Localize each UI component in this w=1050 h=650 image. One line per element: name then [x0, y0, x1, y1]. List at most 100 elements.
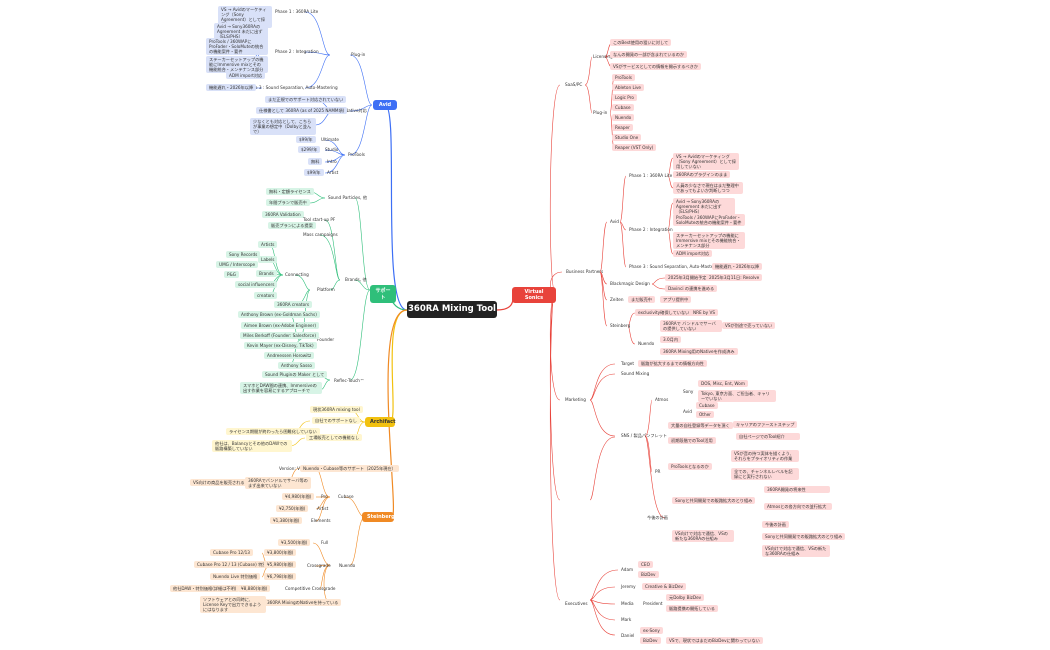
- vs-adam[interactable]: Adam: [621, 567, 634, 572]
- vs-atmos[interactable]: Atmos: [655, 397, 669, 402]
- stein-elements[interactable]: Elements: [311, 518, 331, 523]
- avid-phase3[interactable]: Phase 3 : Sound Separation, Auto-Masteri…: [245, 85, 338, 90]
- vs-pr[interactable]: PR: [655, 469, 661, 474]
- avid-native-note1: まだ正規でのサポート対応されていない: [265, 96, 347, 103]
- vs-p3x: 全ての、チャンネルレベルを記録にと実行されない: [731, 468, 799, 480]
- vs-daniel[interactable]: Daniel: [621, 633, 635, 638]
- branch-steinberg[interactable]: Steinberg: [362, 512, 395, 522]
- support-founder[interactable]: Founder: [317, 337, 335, 342]
- root-node[interactable]: 360RA Mixing Tool: [407, 301, 497, 318]
- vs-adam1: CEO: [638, 561, 653, 568]
- vs-am2[interactable]: Sony: [683, 389, 694, 394]
- branch-avid[interactable]: Avid: [373, 100, 397, 110]
- vs-l1: このBest使用の狙いに対して: [610, 39, 672, 46]
- vs-tool-mixing[interactable]: SNS / 製品パンフレット: [621, 433, 668, 438]
- avid-intro[interactable]: Intro: [327, 159, 337, 164]
- stein-cr3p: ¥6,798(年間): [264, 573, 297, 580]
- avid-artist[interactable]: Artist: [327, 170, 339, 175]
- vs-pg-2: Logic Pro: [612, 94, 637, 101]
- stein-cr3: Nuendo Live 特別価格: [210, 573, 261, 580]
- vs-nuendo[interactable]: Nuendo: [638, 341, 655, 346]
- branch-archifact[interactable]: Archifact: [365, 417, 395, 427]
- vs-media[interactable]: Media: [621, 601, 634, 606]
- avid-phase1[interactable]: Phase 1 : 360RA Lite: [275, 9, 319, 14]
- avid-artist-price: $99/年: [304, 169, 324, 176]
- vs-mark[interactable]: Mark: [621, 617, 632, 622]
- avid-studio[interactable]: Studio: [325, 147, 339, 152]
- avid-phase2-note2: ProTools / 360WAPにProFader・SoloMuteの統合の機…: [206, 38, 268, 55]
- avid-protools[interactable]: ProTools: [348, 152, 365, 157]
- branch-support[interactable]: サポート: [370, 285, 396, 303]
- arch-a2: 自社でのサポートなし: [312, 417, 360, 424]
- support-start[interactable]: Tool start-up PF: [303, 217, 336, 222]
- vs-adam2: BizDev: [638, 571, 659, 578]
- vs-m1: 元Dolby BizDev: [666, 594, 705, 601]
- vs-licensing[interactable]: Licensing: [593, 54, 613, 59]
- stein-comp1: 他社DAW・特別価格(詳細は不明): [170, 585, 240, 592]
- avid-ultimate-price: $99/年: [296, 136, 316, 143]
- branch-virtual-sonics[interactable]: Virtual Sonics: [512, 287, 556, 303]
- support-brand[interactable]: Brands, 他: [345, 277, 367, 282]
- vs-sonic-mix[interactable]: Sound Mixing: [621, 371, 650, 376]
- support-c3: Labels: [258, 256, 278, 263]
- vs-marketing[interactable]: Marketing: [565, 397, 586, 402]
- vs-n1: 3.0月内: [660, 336, 682, 343]
- vs-phase2[interactable]: Phase 2 : Integration: [629, 227, 673, 232]
- vs-phase3[interactable]: Phase 3 : Sound Separation, Auto-Masteri…: [629, 264, 722, 269]
- vs-target[interactable]: Target: [621, 361, 634, 366]
- support-c5: Brands: [256, 270, 277, 277]
- vs-zeiten[interactable]: Zeiten: [610, 297, 624, 302]
- support-validation: 360RA Validation: [262, 211, 304, 218]
- vs-saas[interactable]: SaaS/PC: [565, 82, 583, 87]
- support-sonic[interactable]: Sound Particles, 他: [328, 195, 368, 200]
- support-c6: P&G: [224, 271, 240, 278]
- vs-pg-1: Ableton Live: [612, 84, 645, 91]
- stein-cubase[interactable]: Cubase: [338, 494, 354, 499]
- avid-phase2[interactable]: Phase 2 : Integration: [275, 49, 319, 54]
- support-c8: creators: [254, 292, 278, 299]
- vs-pl1: Sonyと共同開発での販路拡大のとり組み: [672, 497, 756, 504]
- support-connect[interactable]: Connecting: [285, 272, 309, 277]
- vs-business-partners[interactable]: Business Partners: [566, 269, 604, 274]
- vs-president[interactable]: President: [643, 601, 663, 606]
- vs-bm1b: 2025年3月11日: Resolve: [706, 274, 763, 281]
- vs-executives[interactable]: Executives: [565, 601, 588, 606]
- avid-phase2-note1: Avid → Sony360RAのAgreement 未だに出ず（ELS/PHS…: [214, 23, 268, 40]
- vs-pl3: Atmosとの各方向での並行拡大: [764, 503, 832, 510]
- vs-p2x: VSが音の持つ実体を描くよう、それらをプライオリティの作業: [731, 450, 799, 462]
- stein-artist[interactable]: Artist: [317, 506, 329, 511]
- support-reflec[interactable]: Reflec-Touch™: [334, 378, 365, 383]
- stein-competitive[interactable]: Competitive Crossgrade: [285, 586, 336, 591]
- stein-cr2p: ¥5,980(年間): [264, 561, 297, 568]
- vs-am4[interactable]: Avid: [683, 409, 692, 414]
- support-launch[interactable]: Mass campaigns: [303, 232, 338, 237]
- support-f1: Anthony Brown (ex-Goldman Sachs): [238, 311, 320, 318]
- vs-plugin[interactable]: Plug-in: [593, 110, 608, 115]
- stein-nuendo[interactable]: Nuendo: [339, 563, 356, 568]
- avid-ultimate[interactable]: Ultimate: [321, 137, 339, 142]
- vs-avid[interactable]: Avid: [610, 219, 619, 224]
- vs-d2: BizDev: [640, 637, 661, 644]
- avid-plugin[interactable]: Plug-in: [351, 52, 366, 57]
- stein-version[interactable]: Version: VS: [279, 466, 303, 471]
- vs-plan[interactable]: 今後の計画: [647, 515, 668, 520]
- vs-sv2: 初期段階でのTool活用: [668, 437, 716, 444]
- stein-comp1p: ¥8,880(年間): [238, 585, 271, 592]
- vs-pl6: Sonyと共同開発での販路拡大のとり組み: [762, 533, 846, 540]
- vs-phase1[interactable]: Phase 1 : 360RA Lite: [629, 173, 673, 178]
- stein-full[interactable]: Full: [321, 540, 329, 545]
- vs-s1b: NRE by VS: [690, 309, 719, 316]
- stein-crossgrade[interactable]: Crossgrade: [307, 563, 331, 568]
- support-platform[interactable]: Platform: [317, 287, 335, 292]
- stein-pro[interactable]: Pro: [321, 494, 328, 499]
- vs-p2c: ステーカーセットアップの機能にImmersive mixとその機能統合・メンテナ…: [673, 232, 745, 249]
- vs-steinberg[interactable]: Steinberg: [610, 323, 631, 328]
- vs-sv5: ProToolsとなるのか: [668, 463, 712, 470]
- arch-a5: 他社は、Balancyとその他のDAWでの販路構築していない: [212, 440, 292, 452]
- vs-j1: Creative & BizDev: [642, 583, 686, 590]
- vs-sv4: キャリアのファーストステップ: [733, 421, 798, 428]
- stein-elements-price: ¥1,380(年間): [270, 517, 303, 524]
- avid-native[interactable]: Native対応: [345, 108, 367, 113]
- vs-blackmagic[interactable]: Blackmagic Design: [610, 281, 650, 286]
- vs-jeremy[interactable]: Jeremy: [621, 584, 636, 589]
